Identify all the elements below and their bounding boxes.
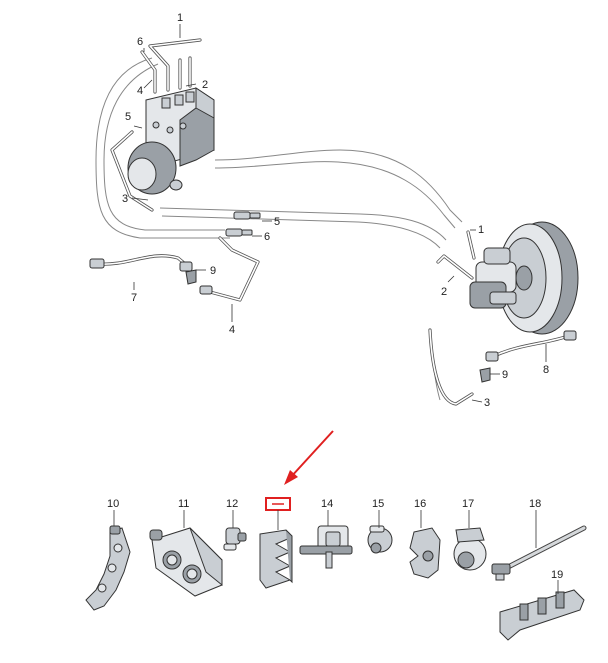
- brake-line-routing: [95, 57, 463, 401]
- part-18-cable-tie: [491, 525, 587, 581]
- callout-12: 12: [226, 498, 238, 510]
- leader-lines-bottom: [113, 510, 559, 594]
- callout-1-top: 1: [177, 12, 183, 24]
- part-15-clip: [367, 525, 393, 554]
- callout-2-top: 2: [202, 79, 208, 91]
- leader-lines-top: [131, 24, 547, 403]
- callout-4-top: 4: [137, 85, 143, 97]
- part-17-round-clip: [453, 527, 487, 571]
- callout-2-right: 2: [441, 286, 447, 298]
- red-pointer-arrow: [284, 430, 334, 485]
- master-cylinder: [469, 247, 517, 309]
- brake-line-4: [185, 236, 260, 302]
- part-12-plug: [223, 527, 247, 551]
- callout-15: 15: [372, 498, 384, 510]
- callouts-top: 1 6 4 2 5 3 5 6 9 7 4 1 2 9 8 3: [122, 12, 549, 409]
- callout-7: 7: [131, 292, 137, 304]
- callout-16: 16: [414, 498, 426, 510]
- callout-6-top: 6: [137, 36, 143, 48]
- callout-6-mid: 6: [264, 231, 270, 243]
- abs-pipe-stubs: [110, 38, 202, 212]
- master-cylinder-pipes: [428, 230, 476, 406]
- callout-5-mid: 5: [274, 216, 280, 228]
- brake-hose-7: [89, 254, 193, 272]
- part-13-clip-highlighted: [259, 497, 293, 589]
- callout-9-left: 9: [210, 265, 216, 277]
- callout-11: 11: [178, 498, 189, 510]
- callout-5-top: 5: [125, 111, 131, 123]
- callout-8: 8: [543, 364, 549, 376]
- pipe-connectors-mid: [225, 211, 261, 237]
- callout-18: 18: [529, 498, 541, 510]
- callout-4-mid: 4: [229, 324, 235, 336]
- callout-9-right: 9: [502, 369, 508, 381]
- part-10-clip-strip: [85, 525, 131, 611]
- part-19-retainer-strip: [499, 589, 585, 641]
- part-14-bracket: [299, 525, 353, 569]
- abs-hydraulic-unit: [127, 87, 215, 195]
- callout-1-right: 1: [478, 224, 484, 236]
- callout-10: 10: [107, 498, 119, 510]
- brake-hose-8: [479, 330, 577, 383]
- callout-19: 19: [551, 569, 563, 581]
- part-11-double-holder: [149, 527, 223, 597]
- callout-17: 17: [462, 498, 474, 510]
- callout-3-top: 3: [122, 193, 128, 205]
- callout-3-right: 3: [484, 397, 490, 409]
- callout-14: 14: [321, 498, 333, 510]
- callouts-bottom: 10 11 12 14 15 16 17 18 19: [107, 498, 563, 581]
- part-16-holder: [409, 527, 441, 579]
